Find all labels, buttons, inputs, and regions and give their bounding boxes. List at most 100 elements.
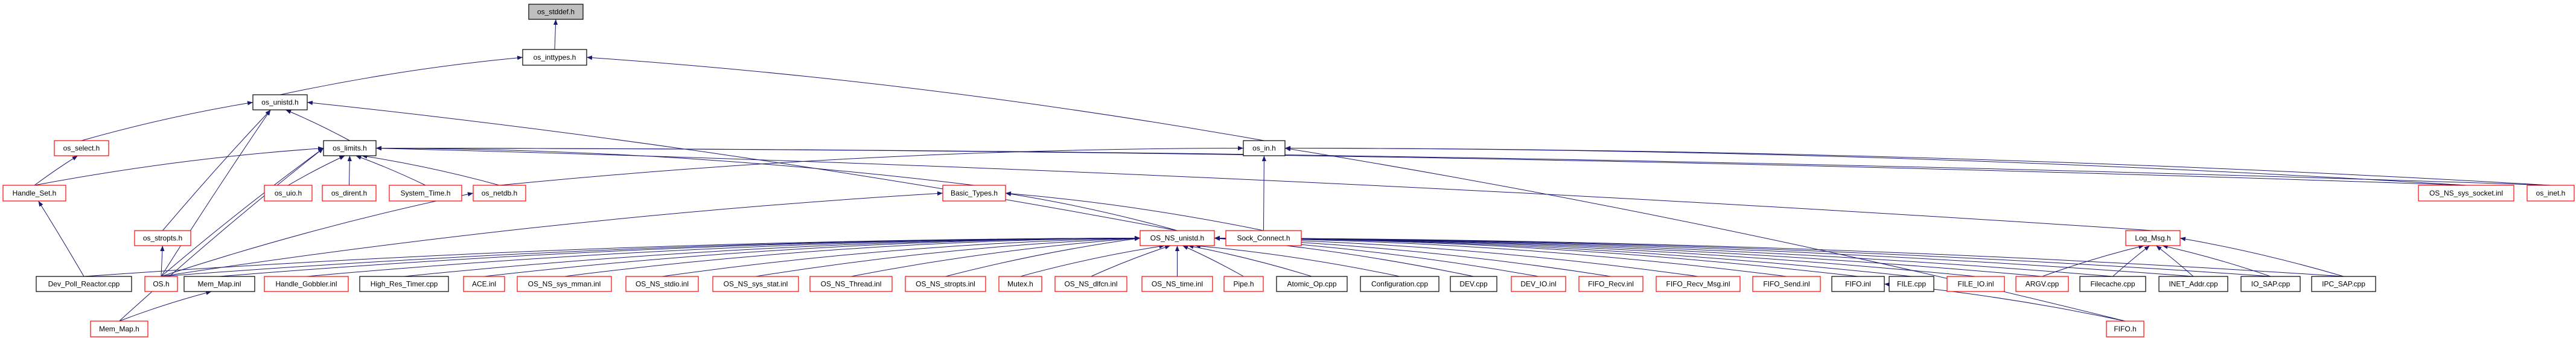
edge-os-ns-stdio-to-os-ns-unistd xyxy=(662,236,1141,277)
node-os-netdb-h[interactable]: os_netdb.h xyxy=(473,185,526,202)
node-box xyxy=(528,4,584,20)
node-box xyxy=(134,230,191,246)
node-io-sap-cpp[interactable]: IO_SAP.cpp xyxy=(2240,276,2301,292)
node-fifo-recv-msg-inl[interactable]: FIFO_Recv_Msg.inl xyxy=(1656,276,1741,292)
node-os-ns-time-inl[interactable]: OS_NS_time.inl xyxy=(1141,276,1213,292)
node-box xyxy=(54,140,109,156)
node-mutex-h[interactable]: Mutex.h xyxy=(998,276,1042,292)
node-ace-inl[interactable]: ACE.inl xyxy=(463,276,505,292)
node-box xyxy=(1243,140,1286,156)
node-label: os_netdb.h xyxy=(482,189,517,197)
node-label: os_stropts.h xyxy=(143,234,182,243)
node-os-select-h[interactable]: os_select.h xyxy=(54,140,109,156)
node-handle-set-h[interactable]: Handle_Set.h xyxy=(2,185,66,202)
node-box xyxy=(517,276,612,292)
node-label: Pipe.h xyxy=(1233,280,1254,289)
node-box xyxy=(809,276,893,292)
node-filecache-cpp[interactable]: Filecache.cpp xyxy=(2079,276,2146,292)
node-box xyxy=(389,185,462,202)
node-argv-cpp[interactable]: ARGV.cpp xyxy=(2015,276,2069,292)
node-os-ns-sys-mman-inl[interactable]: OS_NS_sys_mman.inl xyxy=(517,276,612,292)
node-box xyxy=(183,276,255,292)
edge-os-stropts-to-os-unistd xyxy=(162,109,271,231)
node-os-ns-dlfcn-inl[interactable]: OS_NS_dlfcn.inl xyxy=(1054,276,1127,292)
node-label: System_Time.h xyxy=(401,189,451,197)
node-label: High_Res_Timer.cpp xyxy=(371,280,438,289)
edge-inet-addr-to-log-msg xyxy=(2156,245,2194,277)
edge-os-select-to-os-unistd xyxy=(81,101,253,141)
node-box xyxy=(2015,276,2069,292)
node-dev-poll-reactor-cpp[interactable]: Dev_Poll_Reactor.cpp xyxy=(36,276,132,292)
node-fifo-send-inl[interactable]: FIFO_Send.inl xyxy=(1752,276,1821,292)
node-os-ns-stdio-inl[interactable]: OS_NS_stdio.inl xyxy=(625,276,699,292)
node-file-io-inl[interactable]: FILE_IO.inl xyxy=(1946,276,2005,292)
node-ipc-sap-cpp[interactable]: IPC_SAP.cpp xyxy=(2311,276,2376,292)
node-system-time-h[interactable]: System_Time.h xyxy=(389,185,462,202)
node-os-ns-sys-stat-inl[interactable]: OS_NS_sys_stat.inl xyxy=(712,276,799,292)
node-os-ns-stropts-inl[interactable]: OS_NS_stropts.inl xyxy=(905,276,986,292)
node-os-uio-h[interactable]: os_uio.h xyxy=(264,185,313,202)
node-dev-io-inl[interactable]: DEV_IO.inl xyxy=(1511,276,1566,292)
edge-os-netdb-to-os-limits xyxy=(362,154,500,186)
node-os-ns-thread-inl[interactable]: OS_NS_Thread.inl xyxy=(809,276,893,292)
node-box xyxy=(1140,230,1215,246)
edge-os-ns-unistd-to-os-unistd xyxy=(307,100,1178,231)
node-box xyxy=(2079,276,2146,292)
node-box xyxy=(1889,276,1934,292)
node-handle-gobbler-inl[interactable]: Handle_Gobbler.inl xyxy=(264,276,349,292)
node-os-stddef-h[interactable]: os_stddef.h xyxy=(528,4,584,20)
edge-os-ns-thread-to-os-ns-unistd xyxy=(850,236,1141,277)
edge-os-ns-dlfcn-to-os-ns-unistd xyxy=(1091,245,1171,277)
node-high-res-timer-cpp[interactable]: High_Res_Timer.cpp xyxy=(359,276,449,292)
node-box xyxy=(252,94,308,110)
node-label: Atomic_Op.cpp xyxy=(1287,280,1336,289)
node-sock-connect-h[interactable]: Sock_Connect.h xyxy=(1225,230,1302,246)
node-os-ns-sys-socket-inl[interactable]: OS_NS_sys_socket.inl xyxy=(2418,185,2514,202)
node-label: IO_SAP.cpp xyxy=(2251,280,2291,289)
edge-handle-set-to-os-select xyxy=(34,155,78,186)
node-os-limits-h[interactable]: os_limits.h xyxy=(323,140,377,156)
node-atomic-op-cpp[interactable]: Atomic_Op.cpp xyxy=(1276,276,1348,292)
edge-ipc-sap-to-os-ns-unistd xyxy=(1214,235,2344,277)
node-os-stropts-h[interactable]: os_stropts.h xyxy=(134,230,191,246)
node-box xyxy=(323,140,377,156)
node-os-in-h[interactable]: os_in.h xyxy=(1243,140,1286,156)
node-configuration-cpp[interactable]: Configuration.cpp xyxy=(1360,276,1439,292)
node-label: Log_Msg.h xyxy=(2135,234,2170,243)
node-file-cpp[interactable]: FILE.cpp xyxy=(1889,276,1934,292)
edge-mutex-to-os-ns-unistd xyxy=(1020,244,1165,277)
node-label: Configuration.cpp xyxy=(1371,280,1428,289)
node-box xyxy=(2106,320,2144,337)
node-os-h[interactable]: OS.h xyxy=(144,276,178,292)
node-mem-map-h[interactable]: Mem_Map.h xyxy=(90,320,148,337)
node-label: Handle_Set.h xyxy=(13,189,57,197)
node-box xyxy=(1656,276,1741,292)
node-log-msg-h[interactable]: Log_Msg.h xyxy=(2125,230,2181,246)
node-pipe-h[interactable]: Pipe.h xyxy=(1223,276,1264,292)
node-box xyxy=(264,185,313,202)
edge-os-inttypes-to-os-stddef xyxy=(553,19,558,50)
node-label: FIFO_Recv.inl xyxy=(1588,280,1634,289)
node-box xyxy=(2527,185,2575,202)
node-label: OS_NS_stropts.inl xyxy=(916,280,975,289)
node-os-unistd-h[interactable]: os_unistd.h xyxy=(252,94,308,110)
edge-ace-inl-to-os-ns-unistd xyxy=(483,235,1141,277)
node-mem-map-inl[interactable]: Mem_Map.inl xyxy=(183,276,255,292)
node-basic-types-h[interactable]: Basic_Types.h xyxy=(942,185,1006,202)
node-dev-cpp[interactable]: DEV.cpp xyxy=(1450,276,1497,292)
node-os-inet-h[interactable]: os_inet.h xyxy=(2527,185,2575,202)
node-box xyxy=(144,276,178,292)
node-fifo-recv-inl[interactable]: FIFO_Recv.inl xyxy=(1578,276,1643,292)
node-inet-addr-cpp[interactable]: INET_Addr.cpp xyxy=(2158,276,2228,292)
node-label: os_dirent.h xyxy=(331,189,367,197)
node-os-dirent-h[interactable]: os_dirent.h xyxy=(322,185,377,202)
node-label: ACE.inl xyxy=(472,280,496,289)
node-box xyxy=(2240,276,2301,292)
edge-basic-types-to-os-limits xyxy=(375,145,975,186)
node-os-ns-unistd-h[interactable]: OS_NS_unistd.h xyxy=(1140,230,1215,246)
node-fifo-inl[interactable]: FIFO.inl xyxy=(1831,276,1885,292)
node-os-inttypes-h[interactable]: os_inttypes.h xyxy=(522,49,587,66)
node-box xyxy=(2,185,66,202)
node-fifo-h[interactable]: FIFO.h xyxy=(2106,320,2144,337)
edge-dev-poll-reactor-to-handle-set xyxy=(38,200,84,277)
